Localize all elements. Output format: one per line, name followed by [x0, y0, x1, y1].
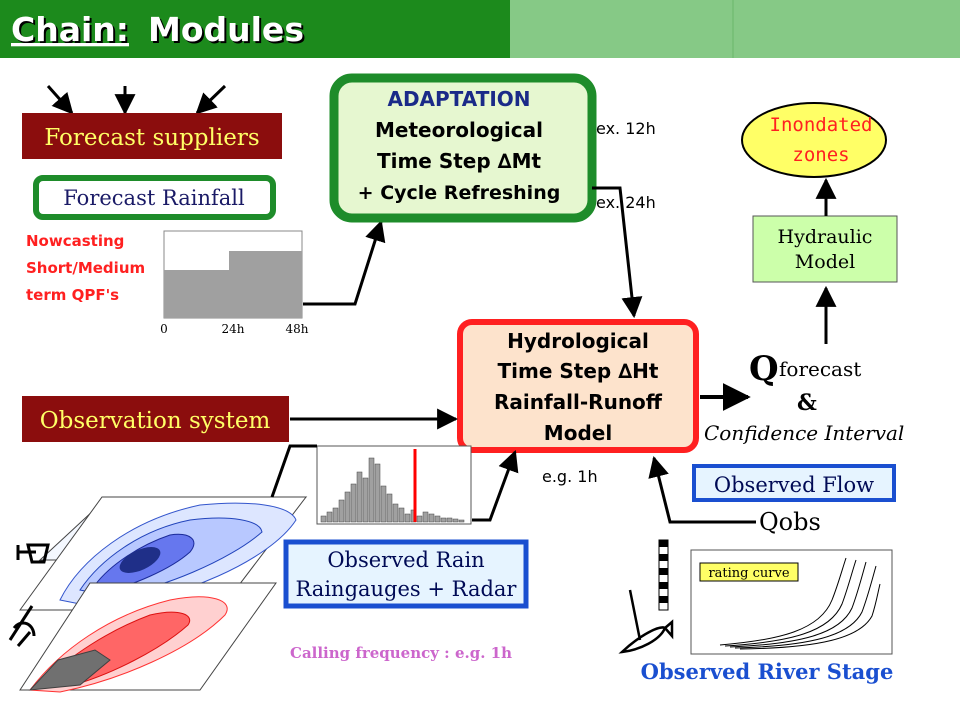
rating-curve-label: rating curve — [708, 566, 789, 581]
hydraulic-line-1: Hydraulic — [778, 226, 873, 248]
staff-gauge-icon — [658, 539, 669, 611]
adaptation-example-24h: ex. 24h — [596, 193, 656, 212]
radar-icon — [8, 605, 36, 647]
histogram-bar — [440, 517, 447, 523]
observed-river-stage: Observed River Stage — [641, 659, 894, 684]
hydrological-line-3: Rainfall-Runoff — [494, 390, 663, 414]
histogram-bar — [446, 517, 453, 523]
input-arrow-right — [195, 84, 227, 115]
chart-tick-24h: 24h — [222, 322, 245, 336]
forecast-rainfall-box: Forecast Rainfall — [33, 175, 276, 220]
histogram-bar — [386, 493, 393, 523]
observed-rain-box: Observed Rain Raingauges + Radar — [283, 539, 529, 609]
adaptation-line-3: Time Step ∆Mt — [377, 149, 542, 173]
histogram-bar — [392, 503, 399, 523]
river-sensor-icon — [618, 589, 674, 654]
histogram-bar — [398, 507, 405, 523]
q-forecast-group: Q forecast & Confidence Interval — [704, 349, 904, 445]
histogram-bar — [428, 513, 435, 523]
observed-flow-box: Observed Flow — [692, 464, 896, 502]
raingauge-icon — [16, 543, 50, 564]
title-prefix: Chain: — [11, 10, 129, 49]
inondated-zones: Inondated zones — [741, 102, 887, 178]
title-main-shadow: Modules — [150, 12, 306, 51]
forecast-rainfall-label: Forecast Rainfall — [63, 186, 245, 210]
adaptation-example-12h: ex. 12h — [596, 119, 656, 138]
nowcasting-line-3: term QPF's — [26, 286, 119, 304]
arrow-chart-to-adaptation — [303, 219, 386, 306]
input-arrow-left — [46, 85, 74, 115]
rain-histogram — [316, 445, 472, 525]
radar-map-red — [19, 582, 277, 693]
hydrological-line-4: Model — [544, 421, 612, 445]
inondated-line-2: zones — [792, 144, 849, 166]
histogram-bar — [326, 511, 333, 523]
arrow-adaptation-to-hydrological — [592, 186, 643, 319]
inondated-line-1: Inondated — [770, 114, 873, 136]
histogram-bar — [380, 485, 387, 523]
adaptation-line-2: Meteorological — [375, 118, 543, 142]
histogram-bar — [434, 515, 441, 523]
histogram-bar — [344, 491, 351, 523]
nowcasting-line-2: Short/Medium — [26, 259, 145, 277]
radar-map-blue — [19, 496, 308, 611]
title-main: Modules — [148, 10, 304, 49]
observation-system-box: Observation system — [22, 396, 289, 442]
nowcasting-text: Nowcasting Short/Medium term QPF's — [26, 232, 145, 304]
hydrological-line-2: Time Step ∆Ht — [498, 359, 659, 383]
observation-system-label: Observation system — [40, 408, 271, 434]
confidence-interval: Confidence Interval — [704, 421, 904, 445]
nowcasting-line-1: Nowcasting — [26, 232, 124, 250]
title-prefix-shadow: Chain: — [13, 12, 131, 51]
hydraulic-line-2: Model — [795, 251, 855, 273]
histogram-bar — [422, 511, 429, 523]
arrow-radar-to-histogram — [270, 444, 317, 498]
adaptation-line-4: + Cycle Refreshing — [358, 182, 561, 204]
histogram-bar — [332, 507, 339, 523]
observed-rain-line-1: Observed Rain — [327, 548, 484, 572]
histogram-bar — [458, 519, 465, 523]
histogram-bar — [356, 471, 363, 523]
hydraulic-model-box: Hydraulic Model — [752, 215, 898, 283]
histogram-bar — [320, 515, 327, 523]
hydrological-line-1: Hydrological — [507, 329, 649, 353]
chart-tick-0: 0 — [160, 322, 168, 336]
forecast-suppliers-box: Forecast suppliers — [22, 113, 282, 159]
hydrological-box: Hydrological Time Step ∆Ht Rainfall-Runo… — [457, 319, 699, 453]
forecast-suppliers-label: Forecast suppliers — [44, 125, 259, 151]
histogram-bar — [362, 477, 369, 523]
adaptation-line-1: ADAPTATION — [387, 87, 530, 111]
q-forecast-letter: Q — [749, 349, 779, 389]
histogram-bar — [416, 515, 423, 523]
forecast-rainfall-chart: 0 24h 48h — [160, 230, 309, 336]
adaptation-box: ADAPTATION Meteorological Time Step ∆Mt … — [329, 73, 597, 223]
q-obs-label: Qobs — [759, 508, 821, 536]
histogram-bars — [320, 457, 465, 523]
arrow-histogram-to-hydrological — [472, 450, 519, 522]
histogram-bar — [404, 513, 411, 523]
observed-rain-line-2: Raingauges + Radar — [296, 577, 518, 601]
rating-curve-chart: rating curve — [690, 549, 893, 655]
hydrological-example-1h: e.g. 1h — [542, 467, 598, 486]
header-bar: Chain: Chain: Modules Modules — [0, 0, 960, 58]
histogram-bar — [338, 499, 345, 523]
histogram-bar — [452, 518, 459, 523]
chart-tick-48h: 48h — [286, 322, 309, 336]
histogram-bar — [374, 463, 381, 523]
forecast-bar-second — [229, 251, 302, 318]
calling-frequency: Calling frequency : e.g. 1h — [290, 644, 512, 662]
histogram-bar — [350, 483, 357, 523]
ampersand: & — [797, 390, 817, 416]
forecast-bar-first — [164, 270, 229, 318]
observed-flow-label: Observed Flow — [714, 473, 874, 497]
q-forecast-sub: forecast — [779, 357, 861, 381]
arrow-qobs-to-hydrological — [648, 455, 756, 524]
histogram-bar — [368, 457, 375, 523]
